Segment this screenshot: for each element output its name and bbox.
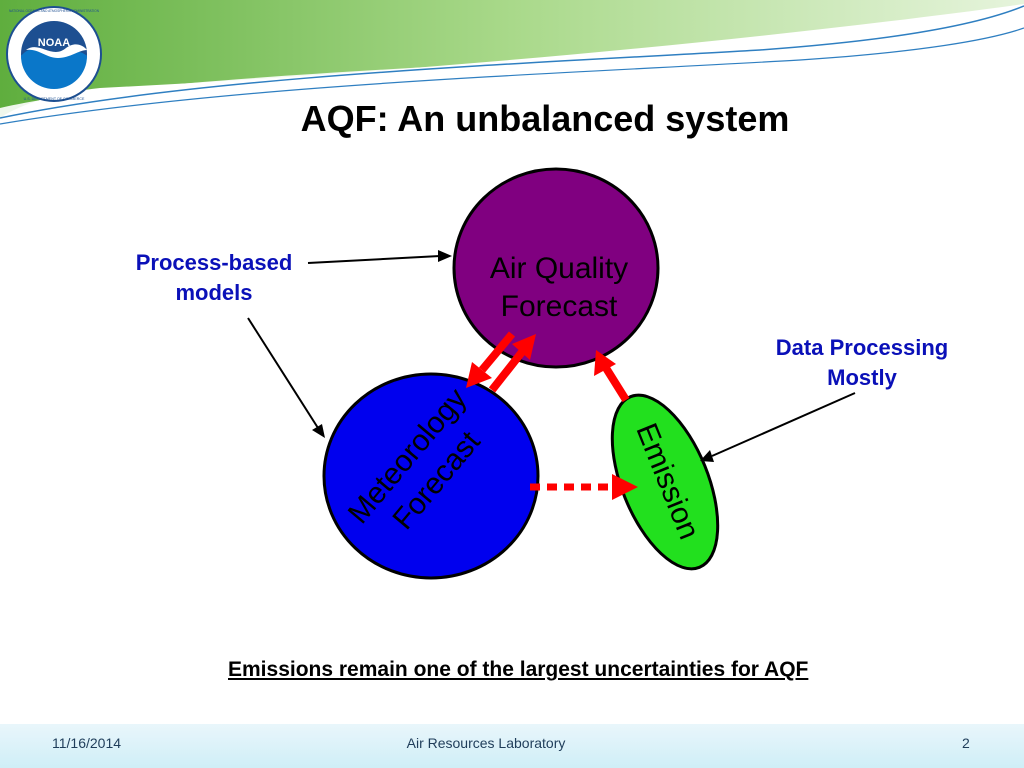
noaa-logo: NOAA NATIONAL OCEANIC AND ATMOSPHERIC AD… [6, 6, 102, 102]
red-arrow-up-shaft [488, 349, 526, 393]
process-based-line1: Process-based [135, 250, 293, 275]
red-arrow-emission-shaft [602, 365, 630, 403]
air-quality-label-line1: Air Quality [490, 252, 628, 285]
noaa-ring-top: NATIONAL OCEANIC AND ATMOSPHERIC ADMINIS… [9, 9, 100, 13]
noaa-ring-bottom: U.S. DEPARTMENT OF COMMERCE [24, 97, 85, 101]
header-white-wave [0, 0, 1024, 126]
process-arrow-to-aqf-head [438, 250, 452, 262]
red-arrow-down-head [466, 362, 492, 388]
process-based-line2: models [175, 280, 253, 305]
process-arrow-to-aqf [307, 255, 441, 264]
process-based-label: Process-based models [116, 248, 312, 308]
air-quality-label-line2: Forecast [501, 290, 618, 323]
data-processing-label: Data Processing Mostly [756, 333, 968, 393]
data-processing-line2: Mostly [827, 365, 897, 390]
header-blue-line-2 [0, 27, 1024, 125]
footer-bar [0, 724, 1024, 768]
red-arrow-down-shaft [478, 331, 516, 373]
emission-node [610, 393, 720, 571]
red-arrow-emission-head [594, 350, 616, 376]
red-arrow-up-head [512, 334, 536, 360]
footer-date: 11/16/2014 [52, 735, 122, 751]
footer-lab: Air Resources Laboratory [406, 735, 566, 751]
process-arrow-to-met-head [312, 424, 325, 438]
dotted-red-arrow-head [612, 474, 638, 500]
noaa-logo-text: NOAA [38, 37, 70, 49]
header-decoration [0, 0, 1024, 126]
header-blue-line-1 [0, 5, 1024, 119]
data-arrow-to-emission [711, 392, 856, 457]
data-processing-line1: Data Processing [775, 335, 949, 360]
air-quality-node [452, 167, 660, 369]
data-arrow-to-emission-head [700, 450, 714, 462]
meteorology-node [322, 372, 540, 580]
diagram: Air Quality Forecast Meteorology Forecas… [247, 167, 856, 580]
footer-page-number: 2 [962, 735, 970, 751]
caption: Emissions remain one of the largest unce… [228, 658, 809, 681]
slide-title: AQF: An unbalanced system [300, 98, 790, 139]
process-arrow-to-met [247, 317, 319, 429]
header-green-band [0, 0, 1024, 118]
